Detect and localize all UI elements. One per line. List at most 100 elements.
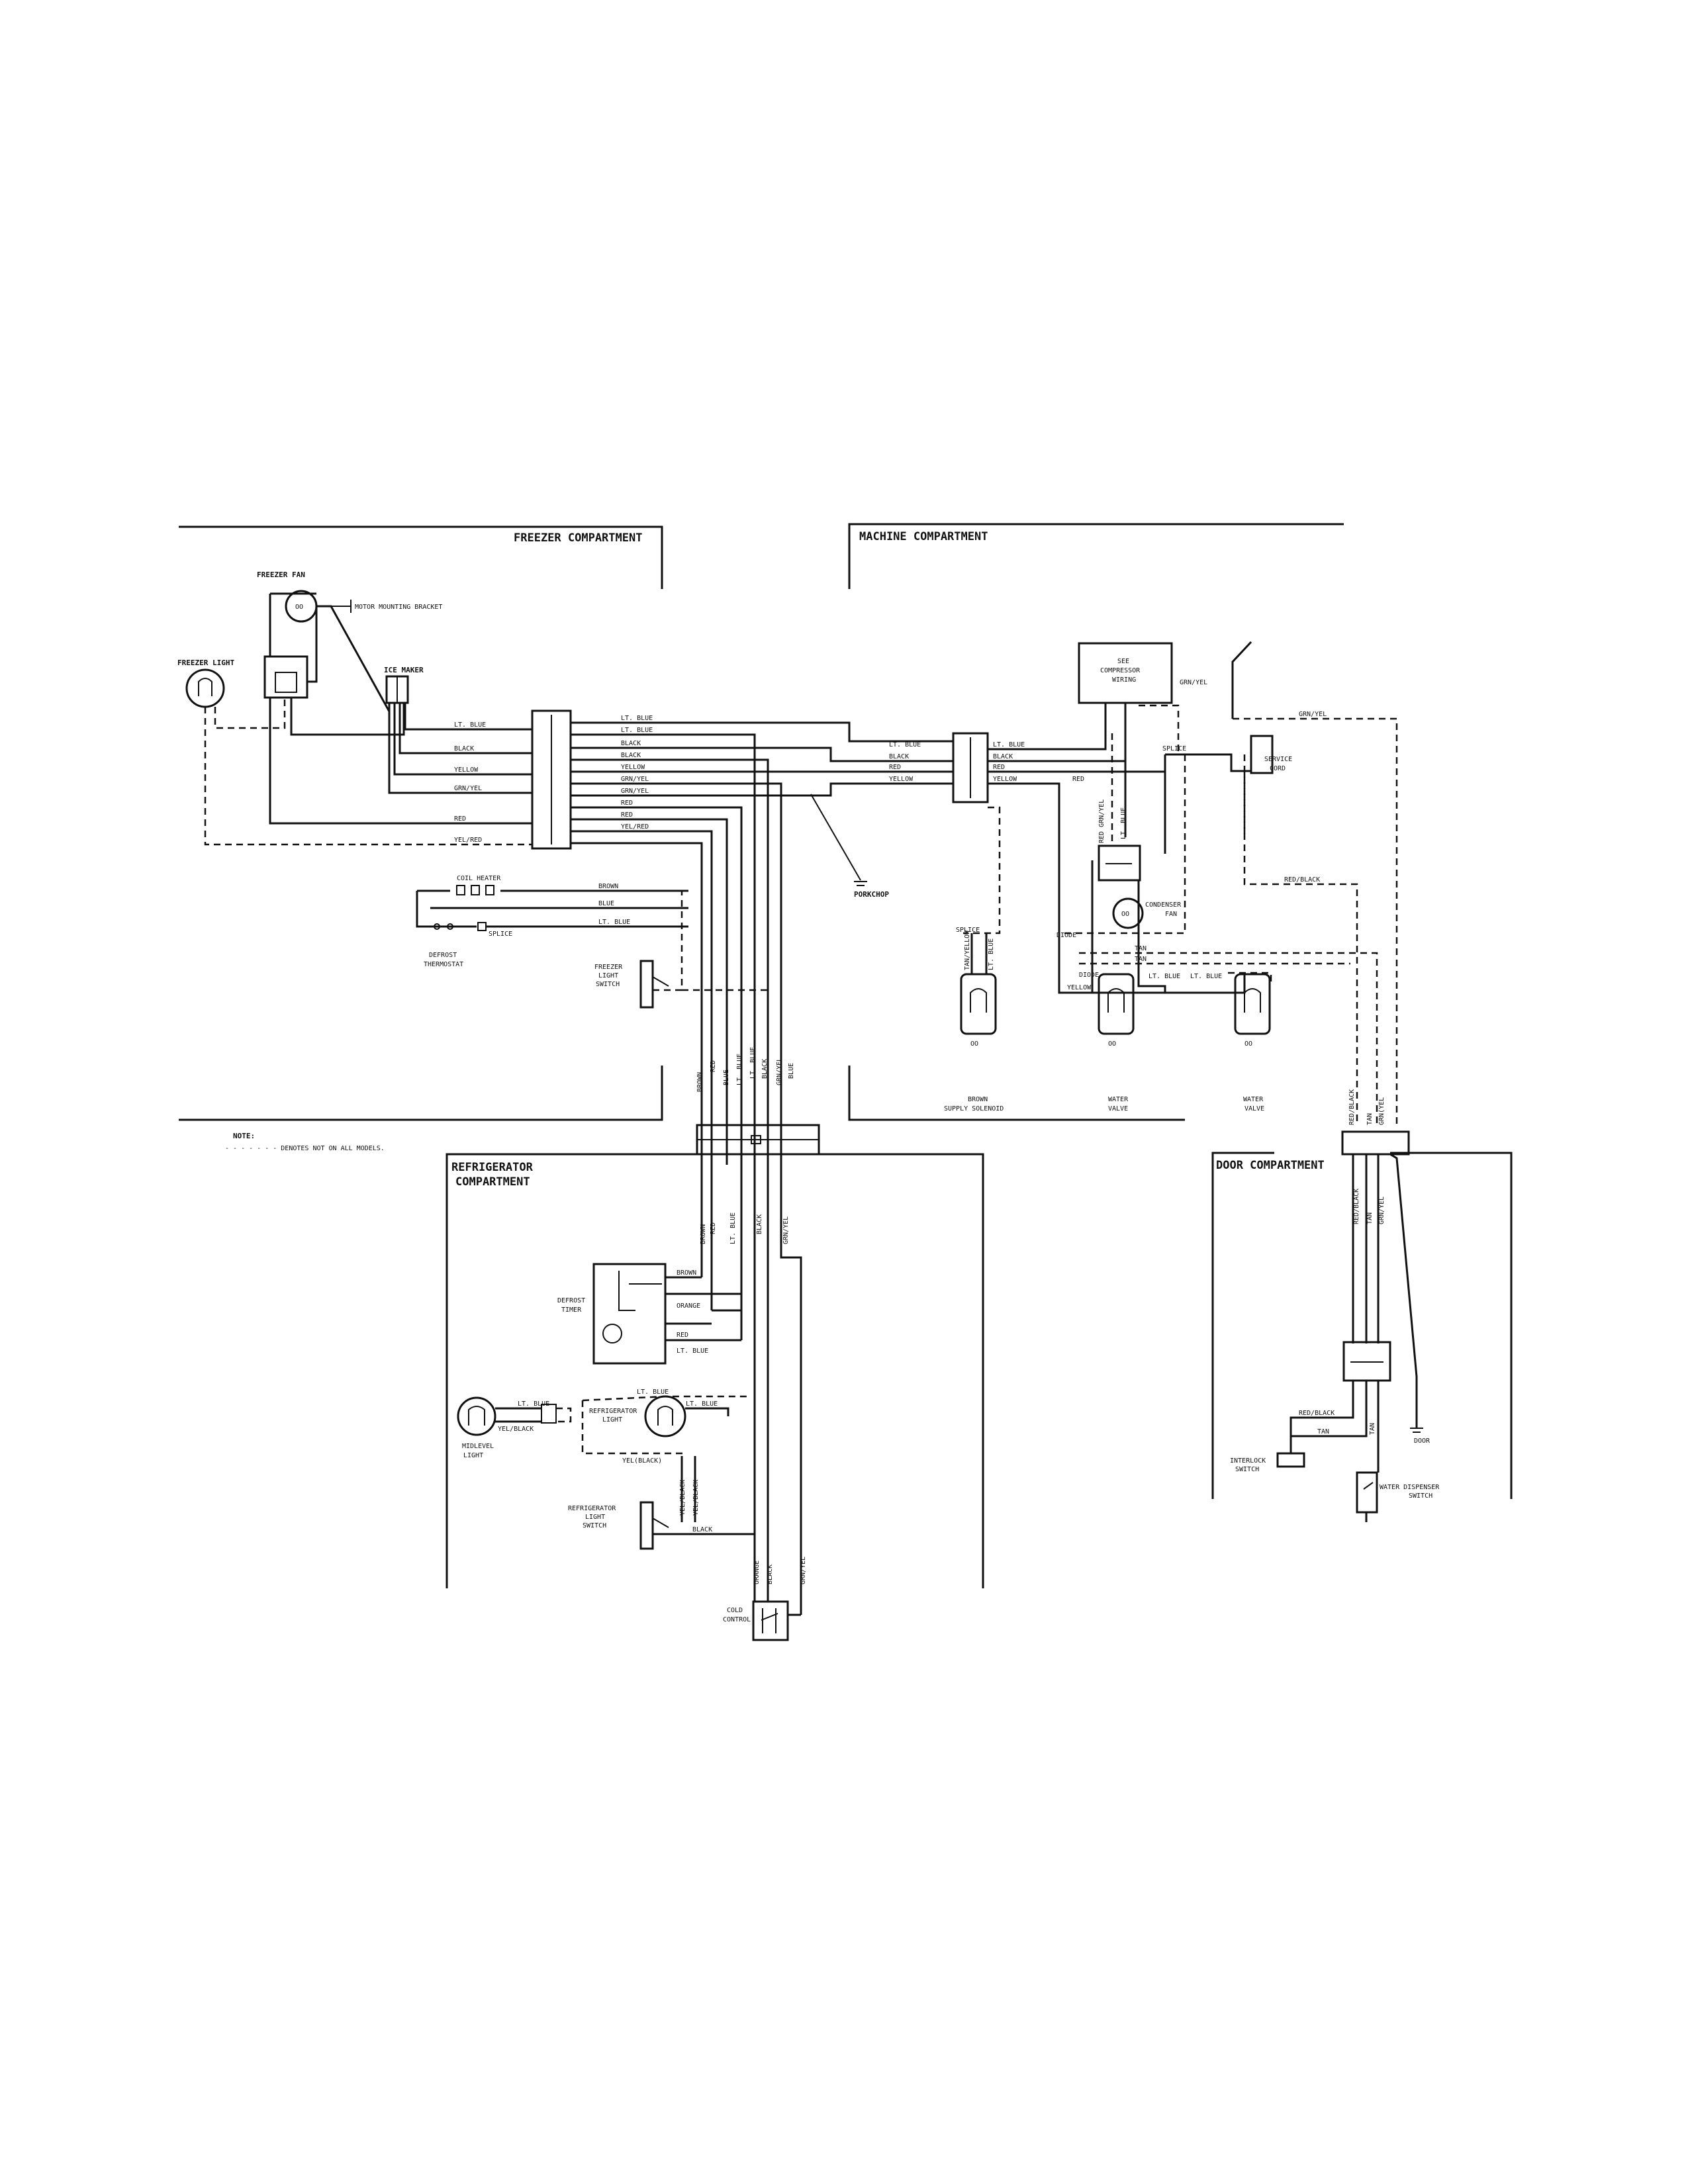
rwire-ltblue: LT. BLUE [729,1212,737,1244]
mwire-yellow-l: YELLOW [889,776,914,783]
mwire-grnyel-1: GRN/YEL [1180,679,1207,686]
wire-label-grnyel-1: GRN/YEL [454,785,482,792]
wire-label-black-3: BLACK [621,752,641,759]
rwire-ltblue-l: LT. BLUE [686,1400,718,1408]
wire-label-grnyel-2: GRN/YEL [621,776,649,783]
wire-label-yelred-2: YEL/RED [621,823,649,831]
mwire-ltblue-l: LT. BLUE [889,741,921,749]
water-valve-2-label: WATER [1243,1096,1264,1103]
refrigerator-wires [665,1154,802,1615]
freezer-light-switch-label: FREEZER [594,964,623,971]
wire-label-grnyel-3: GRN/YEL [621,788,649,795]
door-wire-redblack-top: RED/BLACK [1348,1089,1356,1125]
defrost-timer-label: DEFROST [557,1297,585,1304]
defrost-thermostat-label-2: THERMOSTAT [424,961,463,968]
mwire-ltblue: LT. BLUE [993,741,1025,749]
wire-label-yellow-1: YELLOW [454,766,479,774]
wire-label-red-2: RED [621,799,633,807]
refrigerator-compartment-title: REFRIGERATOR [451,1161,534,1174]
mwire-red-l: RED [889,764,901,771]
mwire-tan-1: TAN [1135,945,1147,952]
freezer-compartment-title: FREEZER COMPARTMENT [514,531,642,545]
diode-label-1: DIODE [1056,932,1076,939]
vwire-blue: BLUE [723,1069,730,1085]
water-dispenser-label-2: SWITCH [1409,1492,1432,1500]
ref-light-switch-label-3: SWITCH [583,1522,606,1529]
freezer-connector [263,655,308,699]
svg-text:OO: OO [970,1040,978,1048]
splice-label-1: SPLICE [489,931,512,938]
mwire-yellow-2: YELLOW [1067,984,1092,991]
machine-harness-connector [952,732,989,803]
door-harness [1276,1130,1423,1522]
refrigerator-light-label-2: LIGHT [602,1416,622,1424]
machine-compartment-title: MACHINE COMPARTMENT [859,530,988,543]
vwire-black: BLACK [761,1059,769,1079]
interlock-switch-label-2: SWITCH [1235,1466,1259,1473]
vwire-ltblue-2: LT. BLUE [749,1047,757,1079]
wire-label-red-3: RED [621,811,633,819]
refrigerator-light [581,1395,748,1455]
rwire-brown: BROWN [700,1224,707,1244]
freezer-light-icon [185,668,225,708]
water-valve-1-label: WATER [1108,1096,1129,1103]
wire-label-red-1: RED [454,815,466,823]
refrigerator-light-switch [639,1456,755,1550]
vwire-ltblue: LT. BLUE [736,1054,743,1085]
coil-heater [416,885,688,931]
porkchop-label: PORKCHOP [854,890,889,899]
water-valve-2-label-2: VALVE [1244,1105,1264,1113]
rwire-red-h: RED [677,1332,688,1339]
ice-maker-label: ICE MAKER [384,666,424,674]
mwire-red-grnyel: RED GRN/YEL [1098,799,1105,843]
splice-label-2: SPLICE [1162,745,1186,752]
machine-wires: OO [963,641,1398,1125]
freezer-harness-connector [531,709,572,850]
wire-label-ltblue-3: LT. BLUE [621,727,653,734]
vwire-brown: BROWN [696,1072,704,1092]
svg-text:OO: OO [1244,1040,1252,1048]
ice-maker [385,675,409,704]
freezer-fan-label: FREEZER FAN [257,570,305,579]
defrost-timer [592,1263,667,1365]
splice-label-3: SPLICE [956,927,980,934]
supply-solenoid-label: BROWN [968,1096,988,1103]
water-dispenser-label: WATER DISPENSER [1380,1484,1440,1491]
service-cord-label: SERVICE [1264,756,1292,763]
cold-wire-grnyel: GRN/YEL [800,1557,807,1584]
door-wire-grnyel-top: GRN(YEL [1378,1097,1385,1125]
vwire-red: RED [710,1060,717,1072]
door-wire-tan: TAN [1366,1212,1374,1224]
wire-label-blue-1: BLUE [598,900,614,907]
door-compartment-title: DOOR COMPARTMENT [1216,1159,1325,1172]
door-wire-grnyel: GRN/YEL [1378,1197,1385,1224]
svg-text:OO: OO [1108,1040,1116,1048]
refrigerator-light-label: REFRIGERATOR [589,1408,637,1415]
refrigerator-compartment-title-2: COMPARTMENT [455,1175,530,1189]
rwire-ltblue-d: LT. BLUE [637,1388,669,1396]
diode-label-2: DIODE [1079,972,1099,979]
note-title: NOTE: [233,1132,255,1140]
mwire-ltblue-v: LT. BLUE [1120,807,1127,839]
solenoid-wire-tanyellow: TAN/YELLOW [964,930,971,970]
door-wire-tan-v: TAN [1369,1423,1376,1435]
freezer-light-switch-label-3: SWITCH [596,981,620,988]
rwire-ltblue-h: LT. BLUE [677,1347,708,1355]
mwire-black-l: BLACK [889,753,909,760]
ref-light-switch-label-2: LIGHT [585,1514,605,1521]
coil-heater-label: COIL HEATER [457,875,501,882]
svg-text:OO: OO [1121,911,1129,918]
vwire-grnyel: GRN/YEL [776,1058,783,1085]
wire-label-ltblue-2: LT. BLUE [621,715,653,722]
supply-solenoid-label-2: SUPPLY SOLENOID [944,1105,1004,1113]
mwire-red-2: RED [1072,776,1084,783]
solenoid-wire-ltblue: LT. BLUE [988,938,995,970]
door-ground-label: DOOR [1414,1437,1430,1445]
vertical-harness [700,891,728,1165]
rwire-red: RED [710,1222,717,1234]
mwire-redblack: RED/BLACK [1284,876,1320,884]
interlock-switch-label: INTERLOCK [1230,1457,1266,1465]
compartment-borders [179,523,1513,1588]
mwire-yellow: YELLOW [993,776,1017,783]
